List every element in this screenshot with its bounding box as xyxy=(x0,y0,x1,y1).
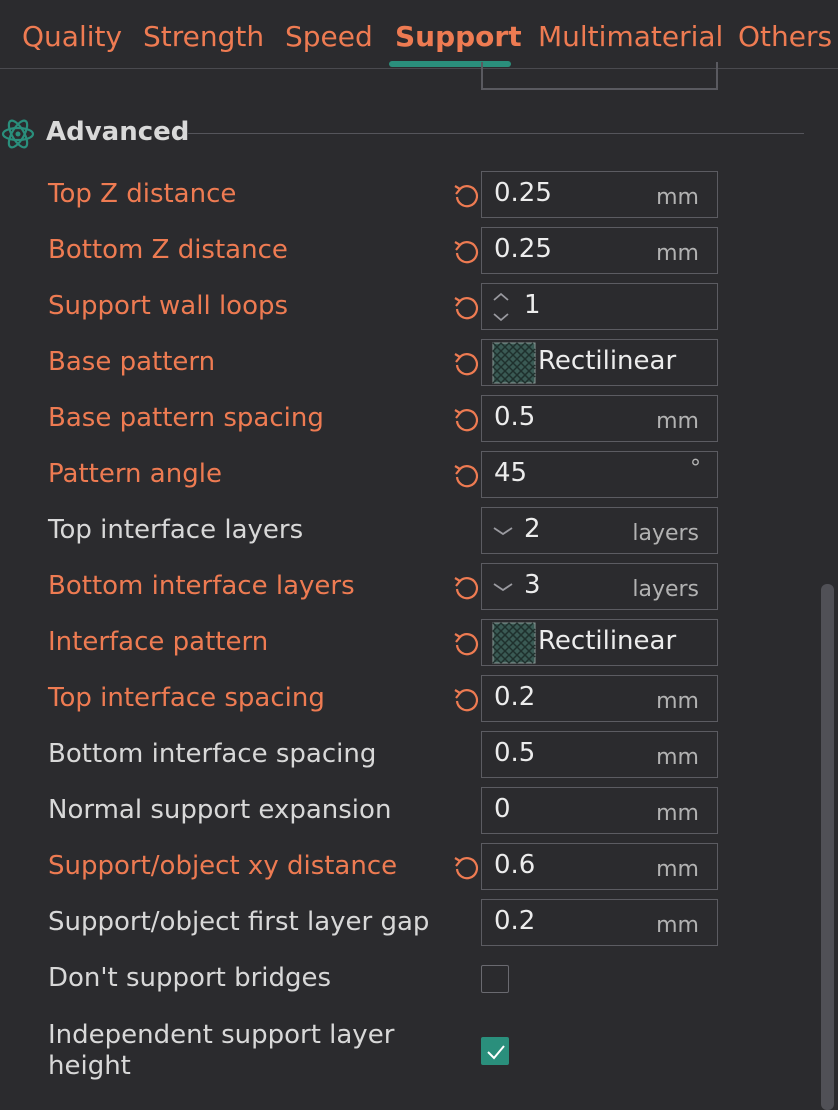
base-pattern-select[interactable]: Rectilinear xyxy=(481,339,718,386)
label-top-interface-spacing: Top interface spacing xyxy=(48,683,325,713)
label-top-interface-layers: Top interface layers xyxy=(48,515,304,545)
unit-label: layers xyxy=(632,521,699,546)
reset-icon[interactable] xyxy=(451,685,481,715)
independent-support-layer-height-checkbox[interactable] xyxy=(481,1037,509,1065)
normal-support-expansion-input[interactable]: 0 mm xyxy=(481,787,718,834)
reset-icon[interactable] xyxy=(451,237,481,267)
bottom-z-distance-input[interactable]: 0.25 mm xyxy=(481,227,718,274)
chevron-down-icon[interactable] xyxy=(490,574,516,600)
label-independent-support-layer-height: Independent support layer xyxy=(48,1020,395,1050)
input-value: 3 xyxy=(524,570,541,600)
input-value: 0.2 xyxy=(494,682,536,712)
input-value: 45 xyxy=(494,458,528,488)
label-independent-support-layer-height-cont: height xyxy=(48,1051,131,1081)
section-title: Advanced xyxy=(46,117,190,147)
interface-pattern-select[interactable]: Rectilinear xyxy=(481,619,718,666)
tab-support[interactable]: Support xyxy=(395,20,522,53)
reset-icon[interactable] xyxy=(451,349,481,379)
tab-speed[interactable]: Speed xyxy=(285,20,373,53)
input-value: 0.5 xyxy=(494,402,536,432)
top-z-distance-input[interactable]: 0.25 mm xyxy=(481,171,718,218)
base-pattern-spacing-input[interactable]: 0.5 mm xyxy=(481,395,718,442)
top-interface-layers-combo[interactable]: 2 layers xyxy=(481,507,718,554)
bottom-interface-layers-combo[interactable]: 3 layers xyxy=(481,563,718,610)
reset-icon[interactable] xyxy=(451,853,481,883)
input-value: 0.25 xyxy=(494,234,552,264)
reset-icon[interactable] xyxy=(451,405,481,435)
label-base-pattern-spacing: Base pattern spacing xyxy=(48,403,324,433)
label-support-object-first-layer-gap: Support/object first layer gap xyxy=(48,907,430,937)
support-object-first-layer-gap-input[interactable]: 0.2 mm xyxy=(481,899,718,946)
top-interface-spacing-input[interactable]: 0.2 mm xyxy=(481,675,718,722)
reset-icon[interactable] xyxy=(451,461,481,491)
label-bottom-z-distance: Bottom Z distance xyxy=(48,235,288,265)
input-value: 0 xyxy=(494,794,511,824)
rectilinear-pattern-icon xyxy=(492,342,536,384)
chevron-down-icon[interactable] xyxy=(490,518,516,544)
support-object-xy-distance-input[interactable]: 0.6 mm xyxy=(481,843,718,890)
label-bottom-interface-layers: Bottom interface layers xyxy=(48,571,355,601)
reset-icon[interactable] xyxy=(451,181,481,211)
unit-label: mm xyxy=(656,241,699,266)
label-bottom-interface-spacing: Bottom interface spacing xyxy=(48,739,377,769)
input-value: Rectilinear xyxy=(538,626,677,656)
label-support-wall-loops: Support wall loops xyxy=(48,291,289,321)
label-dont-support-bridges: Don't support bridges xyxy=(48,963,332,993)
tab-strength[interactable]: Strength xyxy=(143,20,265,53)
bottom-interface-spacing-input[interactable]: 0.5 mm xyxy=(481,731,718,778)
check-icon xyxy=(487,1045,505,1060)
previous-field-partial xyxy=(481,62,718,90)
input-value: 0.6 xyxy=(494,850,536,880)
unit-label: mm xyxy=(656,689,699,714)
label-base-pattern: Base pattern xyxy=(48,347,216,377)
input-value: 0.2 xyxy=(494,906,536,936)
rectilinear-pattern-icon xyxy=(492,622,536,664)
tab-quality[interactable]: Quality xyxy=(22,20,123,53)
tab-others[interactable]: Others xyxy=(738,20,833,53)
unit-label: mm xyxy=(656,857,699,882)
dont-support-bridges-checkbox[interactable] xyxy=(481,965,509,993)
unit-label: layers xyxy=(632,577,699,602)
unit-label: mm xyxy=(656,745,699,770)
scrollbar-thumb[interactable] xyxy=(821,584,834,1110)
spin-arrows-icon[interactable] xyxy=(486,286,516,328)
tab-multimaterial[interactable]: Multimaterial xyxy=(538,20,724,53)
reset-icon[interactable] xyxy=(451,629,481,659)
support-wall-loops-spinner[interactable]: 1 xyxy=(481,283,718,330)
reset-icon[interactable] xyxy=(451,293,481,323)
input-value: 0.25 xyxy=(494,178,552,208)
unit-label: mm xyxy=(656,913,699,938)
unit-label: mm xyxy=(656,409,699,434)
input-value: 1 xyxy=(524,290,541,320)
settings-tab-bar: Quality Strength Speed Support Multimate… xyxy=(0,0,838,69)
atom-icon xyxy=(1,119,35,149)
label-interface-pattern: Interface pattern xyxy=(48,627,269,657)
label-pattern-angle: Pattern angle xyxy=(48,459,222,489)
pattern-angle-input[interactable]: 45 ° xyxy=(481,451,718,498)
input-value: 0.5 xyxy=(494,738,536,768)
active-tab-indicator xyxy=(389,61,511,67)
reset-icon[interactable] xyxy=(451,573,481,603)
input-value: 2 xyxy=(524,514,541,544)
unit-label: mm xyxy=(656,185,699,210)
input-value: Rectilinear xyxy=(538,346,677,376)
unit-label: ° xyxy=(690,456,701,481)
label-support-object-xy-distance: Support/object xy distance xyxy=(48,851,398,881)
section-divider xyxy=(188,133,804,134)
label-normal-support-expansion: Normal support expansion xyxy=(48,795,392,825)
label-top-z-distance: Top Z distance xyxy=(48,179,237,209)
unit-label: mm xyxy=(656,801,699,826)
